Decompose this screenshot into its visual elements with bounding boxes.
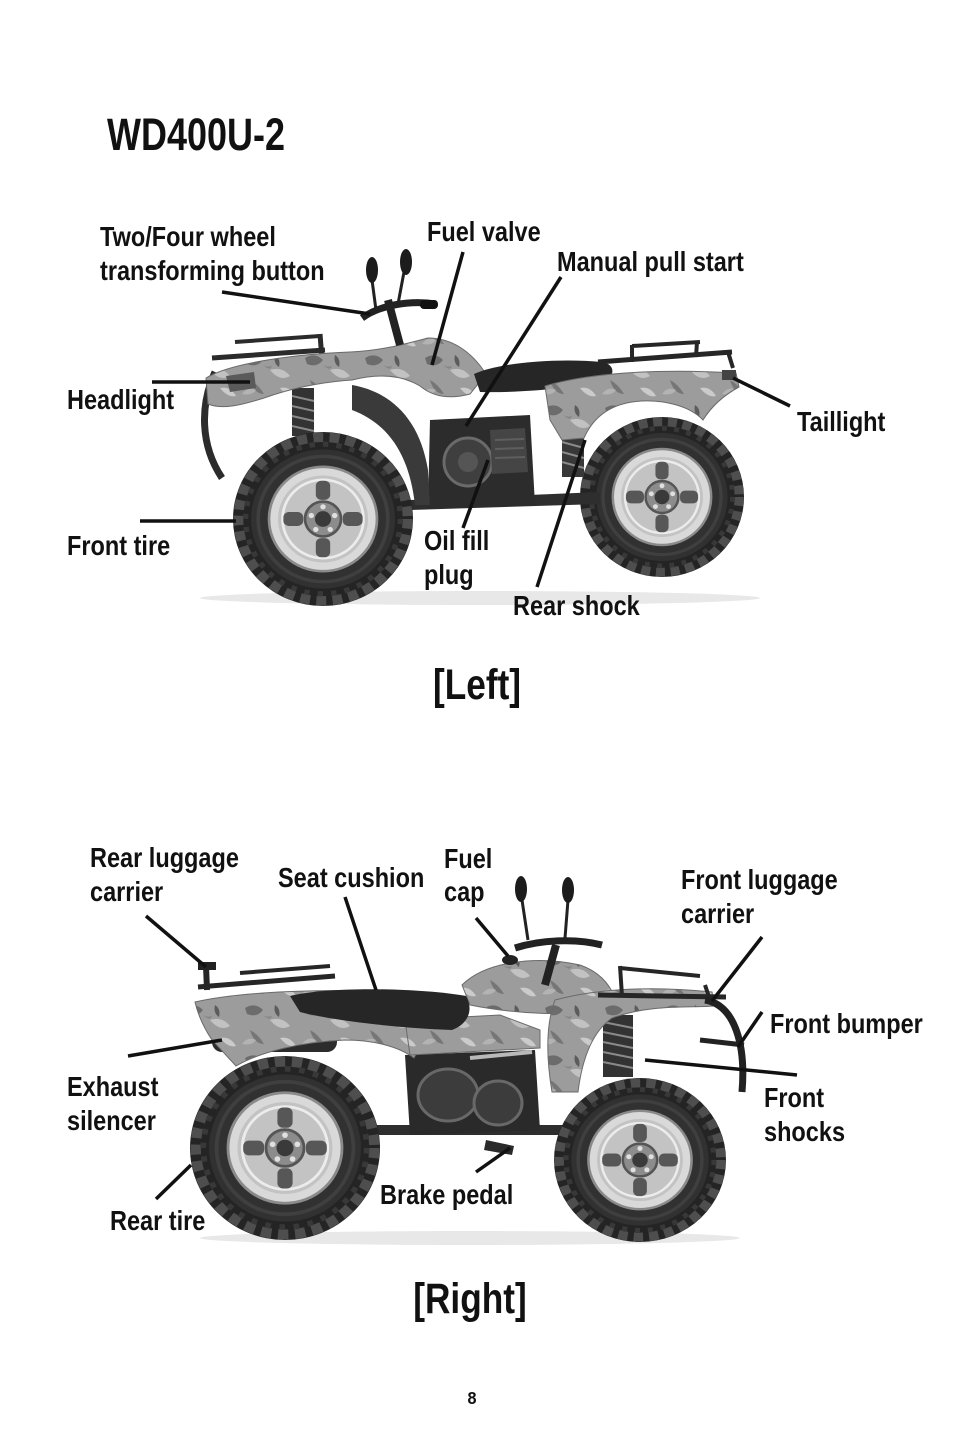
leader-line <box>430 251 465 366</box>
label-exhaust-line1: Exhaust <box>67 1072 159 1102</box>
seat-cushion <box>290 989 470 1030</box>
front-shocks <box>602 1015 634 1077</box>
label-front-luggage-line1: Front luggage <box>681 865 838 895</box>
label-oil-fill-line2: plug <box>424 560 474 590</box>
label-rear-luggage-line1: Rear luggage <box>90 843 239 873</box>
left-view-leader-lines <box>140 251 791 588</box>
leader-line <box>221 290 371 316</box>
taillight <box>722 370 736 380</box>
label-exhaust-line2: silencer <box>67 1106 156 1136</box>
leader-line <box>474 1146 512 1174</box>
label-front-shocks-line1: Front <box>764 1083 824 1113</box>
leader-line <box>127 1038 223 1058</box>
leader-line <box>343 896 378 991</box>
label-rear-shock: Rear shock <box>513 591 640 621</box>
leader-line <box>535 439 587 588</box>
rear-wheel <box>580 417 744 577</box>
leader-line <box>464 276 563 427</box>
label-fuel-valve: Fuel valve <box>427 217 541 247</box>
page-number: 8 <box>467 1388 476 1408</box>
leader-line <box>644 1058 798 1077</box>
left-view-caption: [Left] <box>433 661 521 709</box>
label-seat-cushion: Seat cushion <box>278 863 424 893</box>
label-fuel-cap-line2: cap <box>444 877 485 907</box>
label-fuel-cap-line1: Fuel <box>444 844 492 874</box>
leader-line <box>144 914 208 969</box>
leader-line <box>154 1163 193 1201</box>
label-rear-luggage-line2: carrier <box>90 877 163 907</box>
label-manual-pull-start: Manual pull start <box>557 247 744 277</box>
label-brake-pedal: Brake pedal <box>380 1180 513 1210</box>
front-wheel <box>233 432 413 606</box>
leader-line <box>732 376 791 408</box>
leader-line <box>474 916 510 958</box>
leader-line <box>736 1011 764 1048</box>
atv-left-photo <box>200 249 760 606</box>
label-front-bumper: Front bumper <box>770 1009 923 1039</box>
rear-wheel <box>190 1056 380 1240</box>
label-two-four-wheel-line1: Two/Four wheel <box>100 222 276 252</box>
label-taillight: Taillight <box>797 407 886 437</box>
label-headlight: Headlight <box>67 385 174 415</box>
front-wheel <box>554 1078 726 1242</box>
rear-luggage-carrier <box>197 962 336 991</box>
label-front-shocks-line2: shocks <box>764 1117 845 1147</box>
fuel-cap <box>502 955 518 965</box>
label-oil-fill-line1: Oil fill <box>424 526 489 556</box>
right-view-leader-lines <box>127 896 798 1201</box>
left-view-labels: Two/Four wheel transforming button Fuel … <box>67 217 886 621</box>
label-rear-tire: Rear tire <box>110 1206 205 1236</box>
right-view-labels: Rear luggage carrier Seat cushion Fuel c… <box>67 843 923 1236</box>
atv-right-photo <box>190 876 747 1245</box>
label-two-four-wheel-line2: transforming button <box>100 256 325 286</box>
page-title: WD400U-2 <box>107 109 285 160</box>
label-front-luggage-line2: carrier <box>681 899 754 929</box>
front-bumper <box>699 996 747 1093</box>
label-front-tire: Front tire <box>67 531 170 561</box>
front-luggage-carrier <box>597 965 727 1001</box>
right-view-caption: [Right] <box>413 1275 527 1323</box>
leader-line <box>710 935 764 1003</box>
leader-line <box>461 459 490 529</box>
